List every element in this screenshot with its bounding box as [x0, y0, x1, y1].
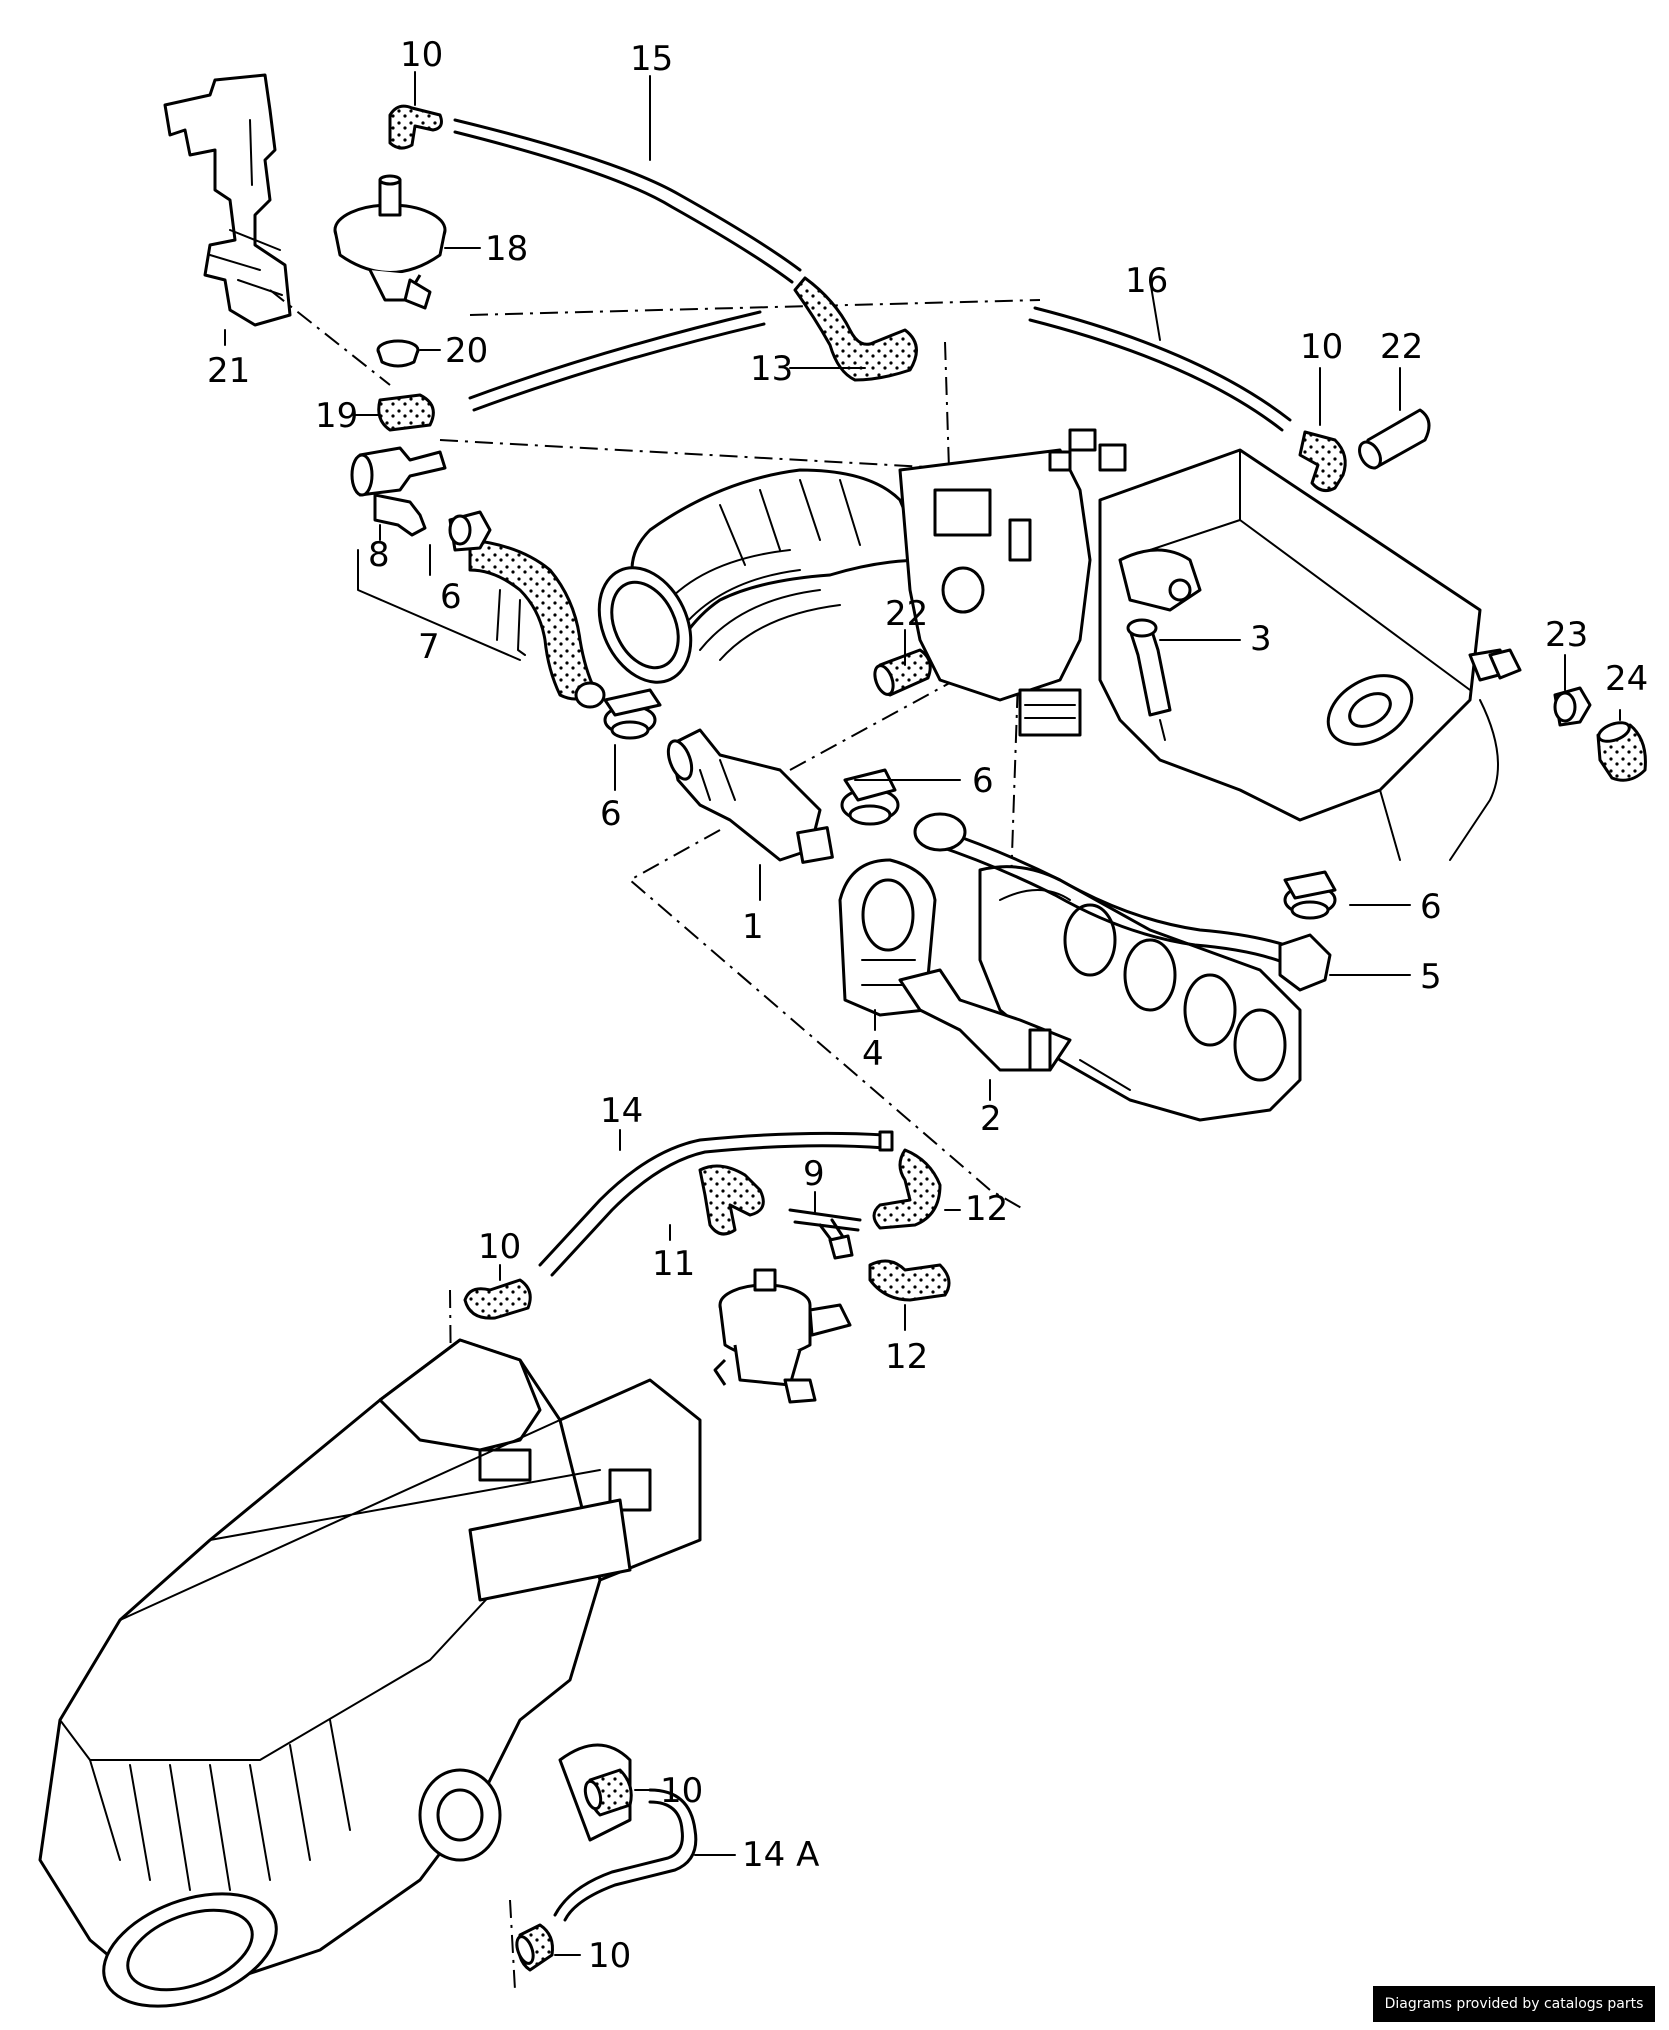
- cap-20[interactable]: [376, 339, 420, 368]
- tee-9[interactable]: [788, 1208, 862, 1260]
- callout-6-right[interactable]: 6: [1420, 887, 1442, 927]
- callout-7[interactable]: 7: [418, 627, 440, 667]
- outlet-elbow-right[interactable]: [1488, 648, 1522, 680]
- callout-3[interactable]: 3: [1250, 619, 1272, 659]
- callout-10-lower-b[interactable]: 10: [588, 1936, 631, 1976]
- callout-24[interactable]: 24: [1605, 659, 1648, 699]
- callout-12-top[interactable]: 12: [965, 1189, 1008, 1229]
- callout-12-bottom[interactable]: 12: [885, 1337, 928, 1377]
- nipple-8[interactable]: [350, 446, 447, 537]
- callout-15[interactable]: 15: [630, 39, 673, 79]
- callout-6-center[interactable]: 6: [972, 761, 994, 801]
- callout-8[interactable]: 8: [368, 535, 390, 575]
- throttle-hose-elbow-22[interactable]: [871, 648, 932, 697]
- air-filter-housing[interactable]: [38, 1338, 702, 2028]
- callout-19[interactable]: 19: [315, 396, 358, 436]
- hose-14[interactable]: [538, 1130, 894, 1277]
- callout-6-mid-left[interactable]: 6: [600, 794, 622, 834]
- clamp-6-mid-left[interactable]: [603, 688, 662, 740]
- callout-22-center[interactable]: 22: [885, 594, 928, 634]
- sleeve-10-lower-a[interactable]: [583, 1768, 633, 1817]
- hose-16[interactable]: [468, 306, 1292, 432]
- callout-21[interactable]: 21: [207, 351, 250, 391]
- callout-23[interactable]: 23: [1545, 615, 1588, 655]
- bracket-21[interactable]: [163, 73, 292, 327]
- callout-1[interactable]: 1: [742, 907, 764, 947]
- callout-5[interactable]: 5: [1420, 957, 1442, 997]
- cap-24[interactable]: [1596, 719, 1647, 782]
- hose-15[interactable]: [453, 118, 802, 284]
- callout-11[interactable]: 11: [652, 1244, 695, 1284]
- callout-18[interactable]: 18: [485, 229, 528, 269]
- sensor-1[interactable]: [664, 728, 834, 864]
- callout-22-right[interactable]: 22: [1380, 327, 1423, 367]
- callout-10-top[interactable]: 10: [400, 35, 443, 75]
- sleeve-10-lower-b[interactable]: [514, 1923, 554, 1972]
- elbow-12-top[interactable]: [872, 1148, 942, 1230]
- sleeve-22-right[interactable]: [1355, 408, 1431, 472]
- intake-duct[interactable]: [582, 468, 927, 697]
- callout-14a[interactable]: 14 A: [742, 1835, 819, 1875]
- callout-14[interactable]: 14: [600, 1091, 643, 1131]
- hose-5[interactable]: [913, 812, 1332, 992]
- elbow-11[interactable]: [698, 1164, 765, 1236]
- callout-13[interactable]: 13: [750, 349, 793, 389]
- callout-16[interactable]: 16: [1125, 261, 1168, 301]
- callout-10-mid[interactable]: 10: [478, 1227, 521, 1267]
- callout-10-lower-a[interactable]: 10: [660, 1771, 703, 1811]
- callouts: 10 15 16 10 22 18 20 19 21 13 8 6 7 22 3…: [207, 35, 1648, 1976]
- elbow-10-top[interactable]: [388, 104, 443, 150]
- pressure-regulator[interactable]: [713, 1268, 852, 1404]
- vacuum-unit-18[interactable]: [333, 174, 447, 310]
- callout-6-upper-left[interactable]: 6: [440, 577, 462, 617]
- intake-manifold[interactable]: [1098, 448, 1512, 861]
- heat-shield-2[interactable]: [898, 968, 1072, 1072]
- throttle-body[interactable]: [898, 428, 1127, 737]
- clamp-23[interactable]: [1553, 686, 1592, 727]
- sleeve-19[interactable]: [377, 393, 435, 432]
- hose-13[interactable]: [793, 276, 918, 382]
- bracket-7-line: [357, 549, 521, 661]
- callout-2[interactable]: 2: [980, 1099, 1002, 1139]
- exhaust-manifold-gasket[interactable]: [978, 865, 1302, 1122]
- clamp-6-upper-left[interactable]: [448, 510, 492, 552]
- oxygen-sensor-3[interactable]: [1126, 618, 1172, 741]
- clamp-6-right[interactable]: [1283, 870, 1337, 920]
- elbow-12-bottom[interactable]: [868, 1259, 951, 1302]
- credit-badge: Diagrams provided by catalogs parts: [1373, 1986, 1655, 2022]
- clamp-6-center[interactable]: [840, 768, 900, 826]
- callout-10-right[interactable]: 10: [1300, 327, 1343, 367]
- hose-7[interactable]: [468, 538, 606, 709]
- elbow-10-mid[interactable]: [463, 1278, 532, 1320]
- callout-4[interactable]: 4: [862, 1034, 884, 1074]
- callout-9[interactable]: 9: [803, 1154, 825, 1194]
- leader-lines: [224, 71, 1621, 1956]
- elbow-10-right[interactable]: [1298, 430, 1347, 493]
- hose-14a[interactable]: [553, 1788, 698, 1922]
- callout-20[interactable]: 20: [445, 331, 488, 371]
